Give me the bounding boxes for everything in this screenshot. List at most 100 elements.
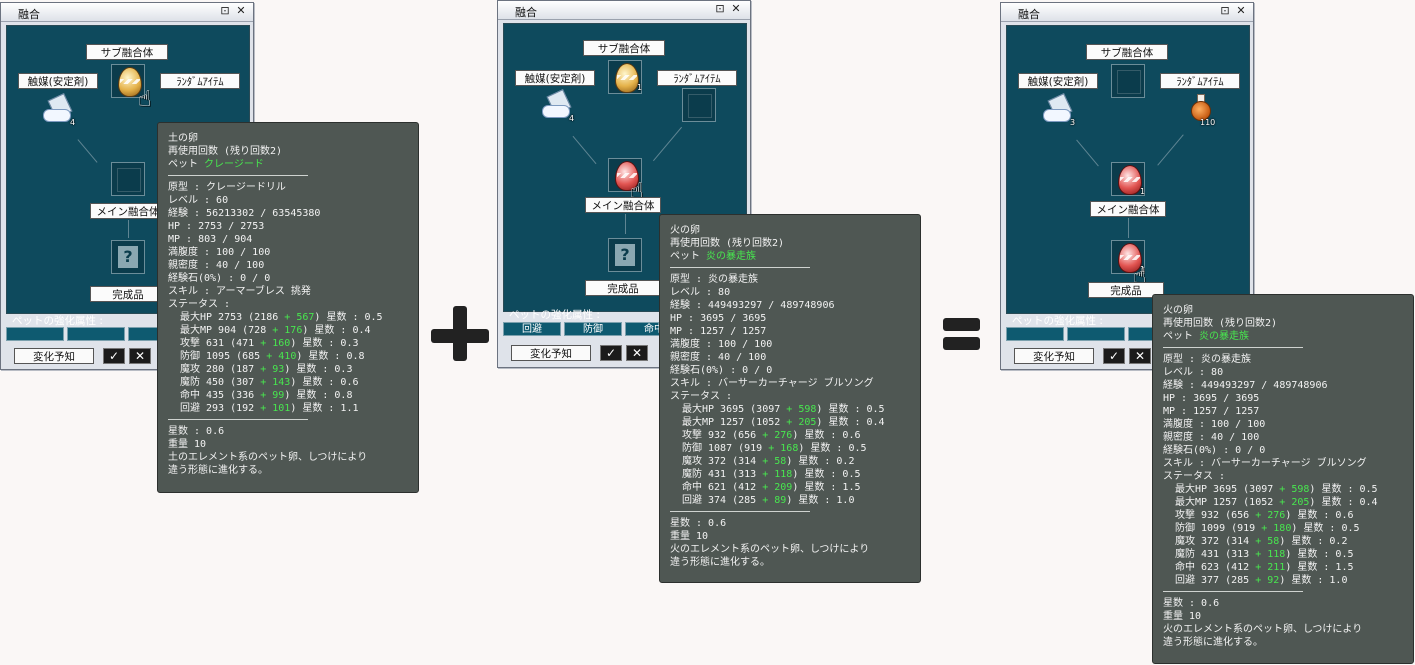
main-fusion-label: メイン融合体 [90, 203, 166, 219]
stat-row: 最大MP 1257 (1052 + 205) 星数 : 0.4 [1175, 497, 1378, 508]
tooltip-weight: 重量 10 [1163, 611, 1202, 622]
tooltip-item-name: 土の卵 [168, 133, 198, 144]
earth-egg-icon [615, 63, 639, 93]
tooltip-expstone: 経験石(0%) : 0 / 0 [1163, 445, 1266, 456]
earth-egg-icon [118, 67, 142, 97]
tooltip-hp: HP : 2753 / 2753 [168, 221, 265, 232]
stat-row: 命中 621 (412 + 209) 星数 : 1.5 [682, 482, 861, 493]
tooltip-fullness: 満腹度 : 100 / 100 [168, 247, 271, 258]
tooltip-fullness: 満腹度 : 100 / 100 [670, 339, 773, 350]
catalyst-item-icon[interactable] [1043, 93, 1073, 122]
stat-row: 防御 1087 (919 + 168) 星数 : 0.5 [682, 443, 867, 454]
tooltip-expstone: 経験石(0%) : 0 / 0 [168, 273, 271, 284]
result-slot[interactable] [608, 238, 642, 272]
catalyst-label: 触媒(安定剤) [18, 73, 98, 89]
tooltip-expstone: 経験石(0%) : 0 / 0 [670, 365, 773, 376]
close-icon[interactable]: ✕ [731, 2, 741, 15]
equals-icon-lower [943, 337, 980, 350]
tooltip-exp: 経験 : 56213302 / 63545380 [168, 208, 321, 219]
item-tooltip-fire-egg: 火の卵 再使用回数 (残り回数2) ペット 炎の暴走族 原型 : 炎の暴走族 レ… [659, 214, 921, 583]
result-slot[interactable]: 1 [1111, 240, 1145, 274]
main-fusion-slot[interactable] [111, 162, 145, 196]
cursor-icon: ☝ [138, 87, 152, 112]
cancel-button[interactable]: ✕ [626, 345, 648, 361]
ok-button[interactable]: ✓ [1103, 348, 1125, 364]
stat-row: 防御 1095 (685 + 410) 星数 : 0.8 [180, 351, 365, 362]
main-fusion-slot[interactable]: 1 [1111, 162, 1145, 196]
sub-fusion-slot[interactable] [1111, 64, 1145, 98]
tooltip-hp: HP : 3695 / 3695 [1163, 393, 1260, 404]
ok-button[interactable]: ✓ [103, 348, 125, 364]
item-tooltip-result-egg: 火の卵 再使用回数 (残り回数2) ペット 炎の暴走族 原型 : 炎の暴走族 レ… [1152, 294, 1414, 664]
sub-fusion-slot[interactable] [111, 64, 145, 98]
catalyst-label: 触媒(安定剤) [515, 70, 595, 86]
tooltip-proto: 原型 : クレージードリル [168, 182, 286, 193]
window-titlebar[interactable]: 融合 ⊡ ✕ [1001, 3, 1253, 22]
result-label: 完成品 [585, 280, 661, 296]
stat-row: 最大MP 904 (728 + 176) 星数 : 0.4 [180, 325, 371, 336]
tooltip-status-head: ステータス : [670, 391, 733, 402]
fire-egg-icon [615, 161, 639, 191]
close-icon[interactable]: ✕ [236, 4, 246, 17]
cancel-button[interactable]: ✕ [1129, 348, 1151, 364]
random-item-label: ﾗﾝﾀﾞﾑｱｲﾃﾑ [1160, 73, 1240, 89]
stat-row: 最大HP 3695 (3097 + 598) 星数 : 0.5 [1175, 484, 1378, 495]
sub-fusion-slot[interactable]: 1 [608, 60, 642, 94]
tooltip-proto: 原型 : 炎の暴走族 [1163, 354, 1252, 365]
tooltip-exp: 経験 : 449493297 / 489748906 [670, 300, 835, 311]
window-title: 融合 [18, 8, 40, 21]
tooltip-reuse: 再使用回数 (残り回数2) [670, 238, 785, 249]
plus-icon-vertical [453, 306, 467, 361]
enhance-cell [1067, 327, 1125, 341]
tooltip-weight: 重量 10 [670, 531, 709, 542]
tooltip-desc: 火のエレメント系のペット卵、しつけにより [1163, 624, 1363, 635]
equals-icon [943, 318, 980, 331]
enhance-attr-label: ペットの強化属性 : [509, 309, 600, 321]
stat-row: 最大HP 3695 (3097 + 598) 星数 : 0.5 [682, 404, 885, 415]
cancel-button[interactable]: ✕ [129, 348, 151, 364]
ok-button[interactable]: ✓ [600, 345, 622, 361]
stat-row: 回避 374 (285 + 89) 星数 : 1.0 [682, 495, 855, 506]
predict-button[interactable]: 変化予知 [511, 345, 591, 361]
item-tooltip-earth-egg: 土の卵 再使用回数 (残り回数2) ペット クレージード 原型 : クレージード… [157, 122, 419, 493]
pin-icon[interactable]: ⊡ [220, 4, 230, 17]
close-icon[interactable]: ✕ [1236, 4, 1246, 17]
window-titlebar[interactable]: 融合 ⊡ ✕ [1, 3, 253, 22]
stat-row: 魔防 431 (313 + 118) 星数 : 0.5 [682, 469, 861, 480]
main-fusion-label: メイン融合体 [1090, 201, 1166, 217]
tooltip-pet: ペット 炎の暴走族 [1163, 331, 1250, 342]
result-label: 完成品 [1088, 282, 1164, 298]
stat-row: 最大HP 2753 (2186 + 567) 星数 : 0.5 [180, 312, 383, 323]
potion-icon[interactable] [1190, 94, 1211, 121]
predict-button[interactable]: 変化予知 [1014, 348, 1094, 364]
tooltip-mp: MP : 1257 / 1257 [670, 326, 767, 337]
pin-icon[interactable]: ⊡ [1220, 4, 1230, 17]
window-titlebar[interactable]: 融合 ⊡ ✕ [498, 1, 750, 20]
catalyst-count: 3 [1070, 118, 1076, 127]
tooltip-proto: 原型 : 炎の暴走族 [670, 274, 759, 285]
predict-button[interactable]: 変化予知 [14, 348, 94, 364]
main-fusion-slot[interactable] [608, 158, 642, 192]
catalyst-item-icon[interactable] [542, 89, 572, 118]
stat-row: 魔攻 372 (314 + 58) 星数 : 0.2 [682, 456, 855, 467]
stat-row: 命中 435 (336 + 99) 星数 : 0.8 [180, 390, 353, 401]
tooltip-skill: スキル : バーサーカーチャージ ブルソング [1163, 458, 1367, 469]
stat-row: 防御 1099 (919 + 180) 星数 : 0.5 [1175, 523, 1360, 534]
pin-icon[interactable]: ⊡ [715, 2, 725, 15]
enhance-cell [1006, 327, 1064, 341]
tooltip-level: レベル : 80 [1163, 367, 1224, 378]
tooltip-item-name: 火の卵 [1163, 305, 1193, 316]
tooltip-pet: ペット クレージード [168, 159, 264, 170]
catalyst-item-icon[interactable] [43, 93, 73, 122]
sub-fusion-label: サブ融合体 [583, 40, 665, 56]
fire-egg-icon [1118, 243, 1142, 273]
tooltip-stars: 星数 : 0.6 [168, 426, 225, 437]
tooltip-skill: スキル : バーサーカーチャージ ブルソング [670, 378, 874, 389]
random-item-slot[interactable] [682, 88, 716, 122]
tooltip-intimacy: 親密度 : 40 / 100 [168, 260, 265, 271]
result-slot[interactable] [111, 240, 145, 274]
tooltip-reuse: 再使用回数 (残り回数2) [1163, 318, 1278, 329]
tooltip-mp: MP : 803 / 904 [168, 234, 253, 245]
random-item-label: ﾗﾝﾀﾞﾑｱｲﾃﾑ [160, 73, 240, 89]
stat-row: 攻撃 631 (471 + 160) 星数 : 0.3 [180, 338, 359, 349]
